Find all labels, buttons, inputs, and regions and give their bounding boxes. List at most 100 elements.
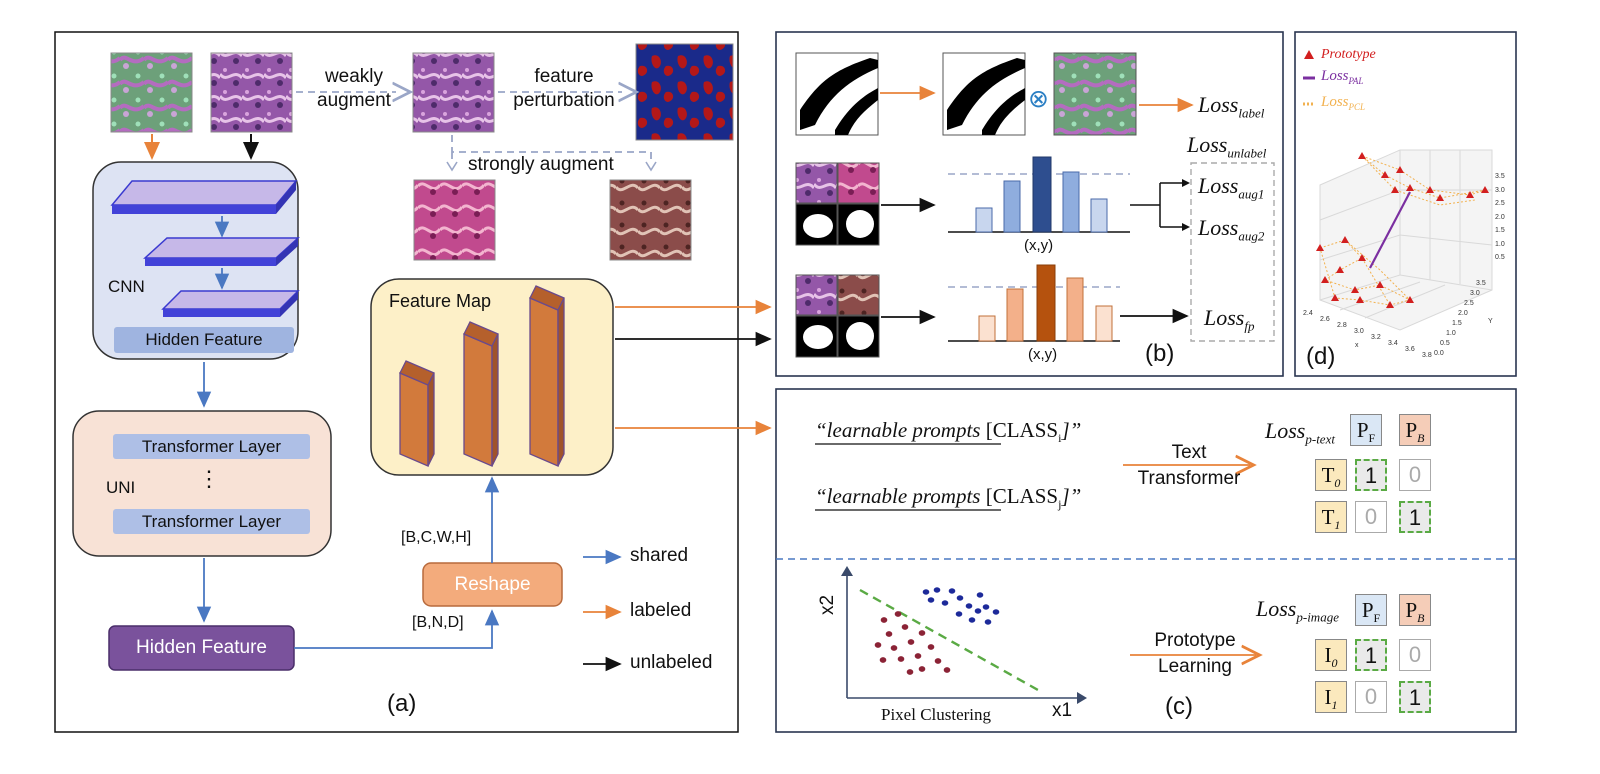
feature-map-label: Feature Map: [389, 291, 492, 311]
unlabeled-quad-1: [795, 162, 880, 246]
image-matrix-cell-01: 0: [1399, 639, 1431, 671]
feature-perturbation-label: feature perturbation: [513, 66, 615, 111]
legend-d: [1303, 50, 1315, 106]
t1-row-label: T1: [1315, 501, 1347, 533]
legend-shared-label: shared: [630, 545, 689, 566]
pb-header-image: PB: [1399, 594, 1431, 626]
xy-label-aug: (x,y): [1024, 237, 1054, 254]
i1-row-label: I1: [1315, 681, 1347, 713]
feature-map-bar-3: [529, 297, 559, 467]
shape-in-label: [B,N,D]: [412, 614, 464, 631]
unlabeled-image: [210, 52, 293, 133]
transformer-layer-top-label: Transformer Layer: [141, 437, 282, 456]
x2-axis-label: x2: [817, 594, 839, 616]
loss-fp: Lossfp: [1204, 305, 1255, 334]
shape-out-label: [B,C,W,H]: [401, 529, 472, 546]
panel-b-frame: [775, 31, 1284, 377]
strongly-augment-label: strongly augment: [465, 154, 617, 176]
panel-a-label: (a): [387, 690, 417, 717]
reshape-label: Reshape: [454, 574, 531, 595]
y-tick: 3.0: [1470, 290, 1480, 297]
strong-aug-image-1: [413, 179, 496, 261]
cnn-label: CNN: [108, 277, 145, 296]
loss-aug1: Lossaug1: [1198, 173, 1265, 202]
unlabel-loss-box: [1190, 162, 1275, 342]
transformer-layer-top: [113, 434, 310, 459]
legend-prototype-marker: [1304, 50, 1314, 59]
y-ticks: 0.0 0.5 1.0 1.5 2.0 2.5 3.0 3.5 Y: [1430, 278, 1500, 358]
strong-aug-image-2: [609, 179, 692, 261]
label-mask-1: [795, 52, 879, 136]
labeled-image: [110, 52, 193, 133]
text-matrix-cell-01: 0: [1399, 459, 1431, 491]
hidden-feature-outer-label: Hidden Feature: [136, 637, 267, 658]
image-matrix-cell-10: 0: [1355, 681, 1387, 713]
image-matrix-cell-11: 1: [1399, 681, 1431, 713]
text-transformer-label: Text Transformer: [1137, 442, 1241, 489]
y-tick: 0.0: [1434, 350, 1444, 357]
weak-aug-image: [412, 52, 495, 133]
i0-row-label: I0: [1315, 639, 1347, 671]
text-matrix-cell-10: 0: [1355, 501, 1387, 533]
x1-axis-label: x1: [1052, 700, 1073, 721]
cnn-layer-1: [110, 180, 298, 206]
x-axis-label-d: x: [1355, 342, 1359, 349]
z-tick: 2.0: [1495, 213, 1505, 221]
legend-labeled-label: labeled: [630, 600, 692, 621]
transformer-layer-bottom-label: Transformer Layer: [141, 512, 282, 531]
pixel-clustering-plot: [841, 566, 1087, 704]
hidden-feature-inner-label: Hidden Feature: [145, 330, 263, 349]
legend-unlabeled-label: unlabeled: [630, 652, 713, 673]
x-tick: 2.8: [1337, 322, 1347, 329]
otimes-symbol: ⊗: [1028, 85, 1049, 113]
transformer-layer-bottom: [113, 509, 310, 534]
hist-fp: [948, 264, 1120, 342]
z-ticks: 3.5 3.0 2.5 2.0 1.5 1.0 0.5: [1495, 170, 1513, 265]
pf-header-text: PF: [1350, 414, 1382, 446]
y-tick: 1.5: [1452, 320, 1462, 327]
feature-map-bar-2: [463, 333, 493, 467]
text-matrix-cell-00: 1: [1355, 459, 1387, 491]
x-tick: 2.6: [1320, 316, 1330, 323]
prompt-class-j: “learnable prompts [CLASSj]”: [815, 484, 1082, 512]
loss-p-text: Lossp-text: [1265, 418, 1335, 447]
y-tick: 3.5: [1476, 280, 1486, 287]
legend-prototype-label: Prototype: [1321, 47, 1376, 62]
z-tick: 1.0: [1495, 240, 1505, 248]
pf-header-image: PF: [1355, 594, 1387, 626]
cnn-layer-2: [143, 237, 300, 259]
y-tick: 1.0: [1446, 330, 1456, 337]
label-mask-2: [942, 52, 1026, 136]
pb-header-text: PB: [1399, 414, 1431, 446]
pixel-clustering-label: Pixel Clustering: [881, 705, 992, 724]
cnn-layer-3: [161, 290, 300, 310]
panel-d-label: (d): [1306, 343, 1336, 370]
x-tick: 3.6: [1405, 346, 1415, 353]
weakly-augment-label: weakly augment: [317, 66, 391, 111]
x-tick: 3.2: [1371, 334, 1381, 341]
y-axis-label-d: Y: [1488, 318, 1493, 325]
strong-augment-arrow: [451, 135, 652, 164]
z-tick: 3.5: [1495, 173, 1505, 180]
t0-row-label: T0: [1315, 459, 1347, 491]
panel-a-frame: [54, 31, 739, 733]
prototype-learning-label: Prototype Learning: [1154, 630, 1236, 677]
xy-label-fp: (x,y): [1028, 346, 1058, 363]
prototype-markers: [1316, 152, 1489, 308]
feature-map-bar-1: [399, 372, 429, 467]
hidden-feature-inner-bar: [114, 327, 294, 353]
x-tick: 3.0: [1354, 328, 1364, 335]
plot3d-box: [1319, 149, 1493, 331]
panel-c-frame: [775, 388, 1517, 733]
y-tick: 2.5: [1464, 300, 1474, 307]
uni-label: UNI: [106, 478, 136, 497]
unlabeled-quad-2: [795, 274, 880, 358]
label-image-b: [1053, 52, 1137, 136]
loss-unlabel: Lossunlabel: [1187, 132, 1267, 161]
loss-p-image: Lossp-image: [1256, 596, 1339, 625]
text-matrix-cell-11: 1: [1399, 501, 1431, 533]
panel-c-label: (c): [1165, 693, 1193, 720]
y-tick: 0.5: [1440, 340, 1450, 347]
